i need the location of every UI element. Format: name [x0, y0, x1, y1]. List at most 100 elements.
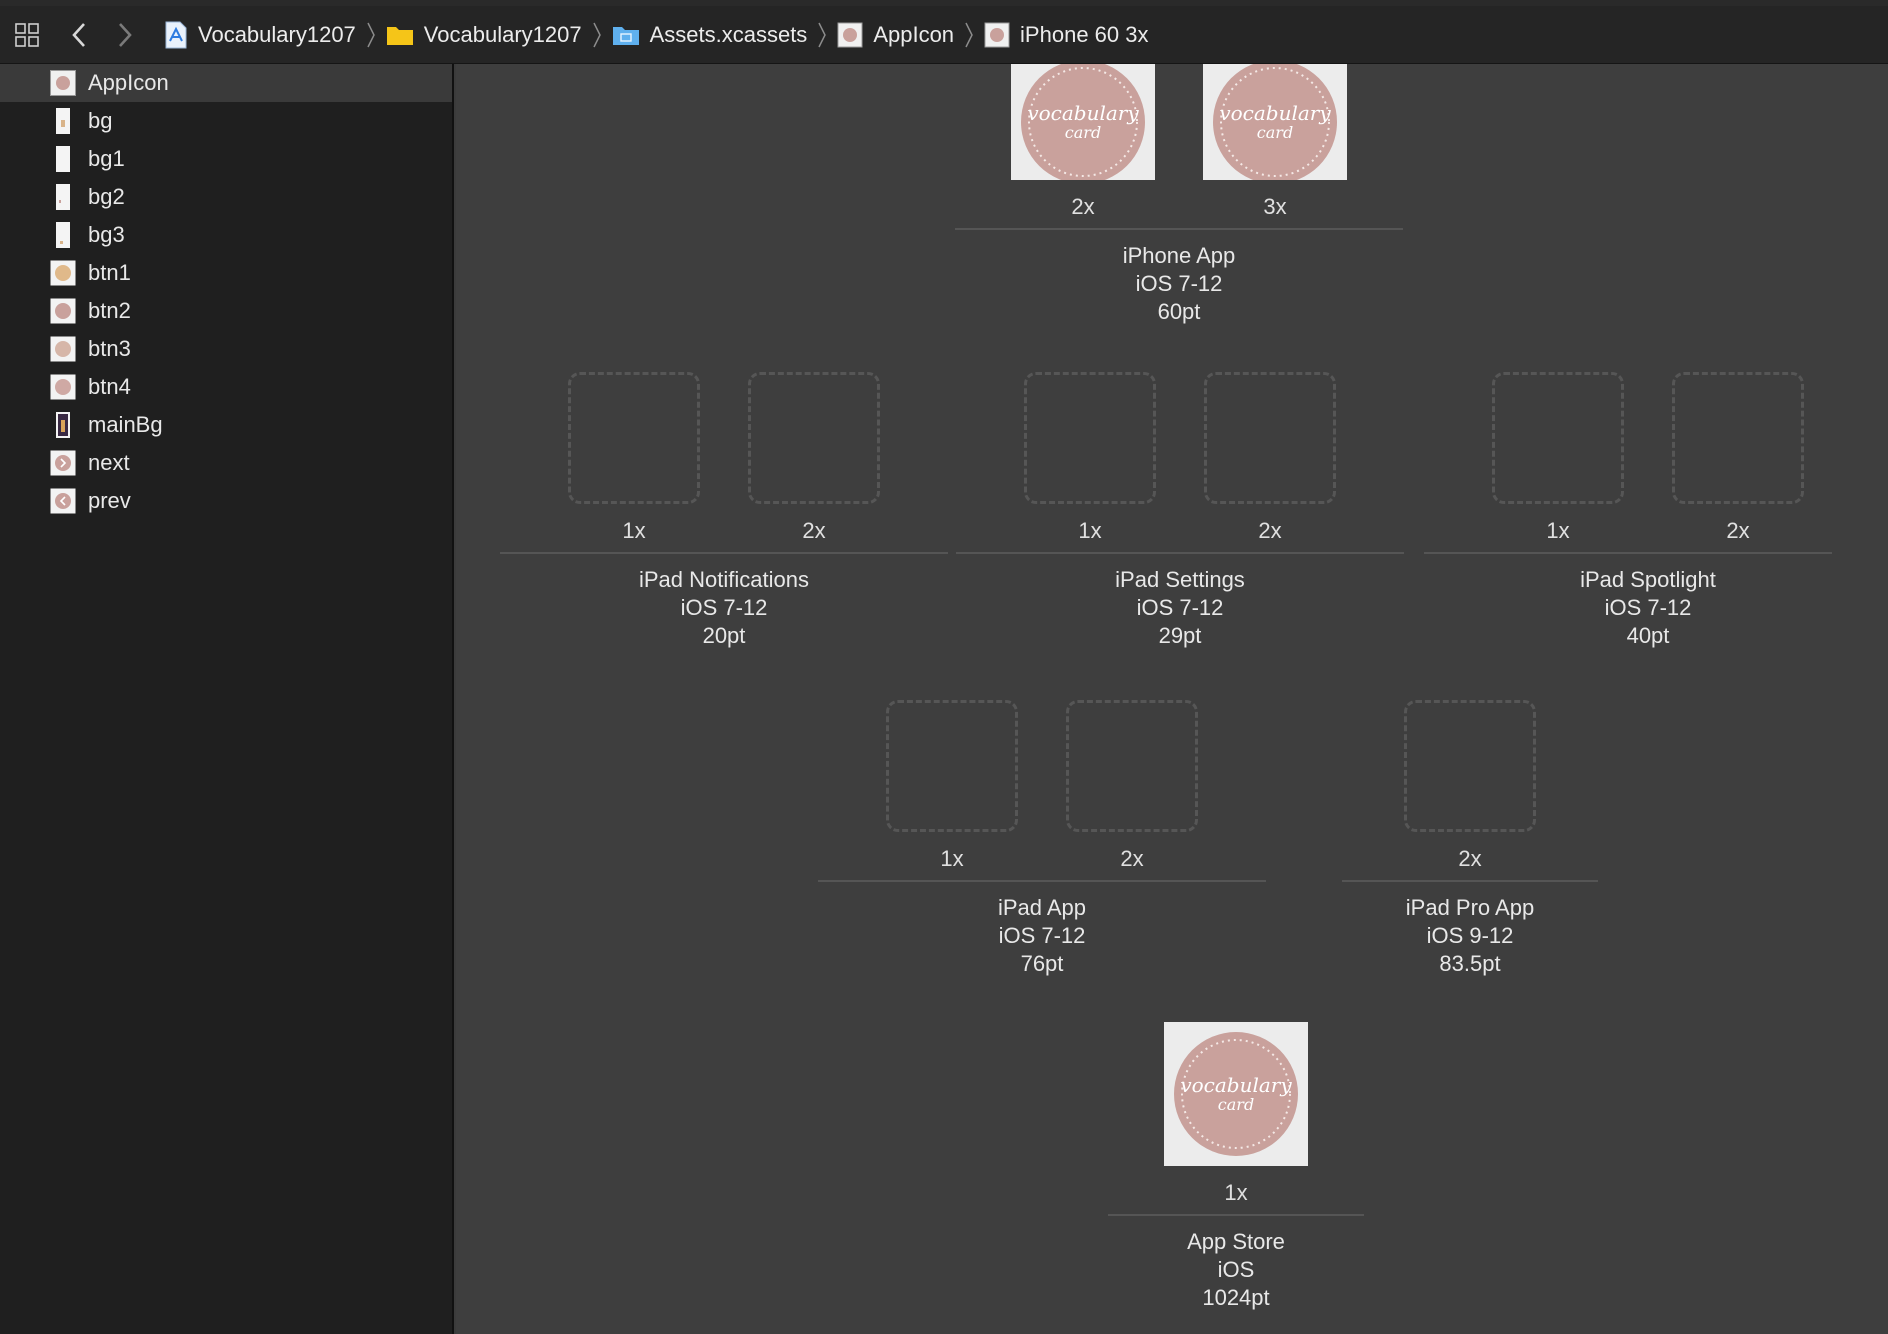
group-caption: iPhone App iOS 7-12 60pt	[1122, 243, 1236, 324]
breadcrumb-appicon[interactable]: AppIcon	[837, 22, 954, 48]
group-ipad-pro-app: 2x iPad Pro App iOS 9-12 83.5pt	[1342, 700, 1598, 978]
xcode-project-icon	[165, 21, 187, 48]
group-divider	[956, 552, 1404, 554]
vocabulary-card-logo-icon: vocabulary card	[1213, 64, 1337, 180]
group-caption: iPad App iOS 7-12 76pt	[997, 895, 1087, 976]
empty-image-well[interactable]	[1066, 700, 1198, 832]
breadcrumb-project[interactable]: Vocabulary1207	[164, 21, 356, 49]
button-thumbnail-icon	[50, 260, 76, 286]
asset-item-appicon[interactable]: AppIcon	[0, 64, 452, 102]
folder-icon	[386, 26, 413, 45]
svg-text:card: card	[1065, 123, 1101, 142]
group-ipad-spotlight: 1x 2x iPad Spotlight iOS 7-12 40pt	[1424, 372, 1832, 650]
svg-text:card: card	[1257, 123, 1293, 142]
asset-item-btn4[interactable]: btn4	[0, 368, 452, 406]
app-icon-image: vocabulary card	[1011, 64, 1155, 180]
empty-image-well[interactable]	[886, 700, 1018, 832]
breadcrumb-icon-image[interactable]: iPhone 60 3x	[984, 22, 1148, 48]
appicon-thumbnail-icon	[50, 70, 76, 96]
empty-image-well[interactable]	[1492, 372, 1624, 504]
slot-ipad-spotlight-1x[interactable]: 1x	[1492, 372, 1624, 544]
related-items-button[interactable]	[10, 18, 44, 52]
asset-item-bg2[interactable]: bg2	[0, 178, 452, 216]
image-thumbnail-icon	[50, 222, 76, 248]
image-thumbnail-icon	[50, 412, 76, 438]
slot-ipad-spotlight-2x[interactable]: 2x	[1672, 372, 1804, 544]
button-thumbnail-icon	[50, 374, 76, 400]
slot-iphone-app-3x[interactable]: vocabulary card 3x	[1203, 64, 1347, 220]
group-ipad-app: 1x 2x iPad App iOS 7-12 76pt	[818, 700, 1266, 978]
breadcrumb-separator	[817, 21, 827, 49]
empty-image-well[interactable]	[1204, 372, 1336, 504]
jump-bar: Vocabulary1207 Vocabulary1207 Assets.xca…	[0, 6, 1888, 64]
group-caption: iPad Settings iOS 7-12 29pt	[1115, 567, 1245, 648]
asset-item-btn3[interactable]: btn3	[0, 330, 452, 368]
slot-ipad-settings-2x[interactable]: 2x	[1204, 372, 1336, 544]
vocabulary-card-logo-icon: vocabulary card	[1021, 64, 1145, 180]
group-divider	[818, 880, 1266, 882]
empty-image-well[interactable]	[1404, 700, 1536, 832]
empty-image-well[interactable]	[748, 372, 880, 504]
button-thumbnail-icon	[50, 336, 76, 362]
breadcrumb-folder[interactable]: Vocabulary1207	[386, 22, 582, 48]
vocabulary-card-logo-icon: vocabulary card	[1174, 1032, 1298, 1156]
empty-image-well[interactable]	[568, 372, 700, 504]
app-icon-set-icon	[837, 22, 863, 47]
slot-ipad-app-2x[interactable]: 2x	[1066, 700, 1198, 872]
empty-image-well[interactable]	[1672, 372, 1804, 504]
group-app-store: vocabulary card 1x App Store iOS 1024pt	[1108, 1022, 1364, 1312]
slot-ipad-app-1x[interactable]: 1x	[886, 700, 1018, 872]
breadcrumb-separator	[592, 21, 602, 49]
group-iphone-app: vocabulary card 2x vocabulary card 3x	[955, 64, 1403, 326]
group-divider	[1108, 1214, 1364, 1216]
forward-button[interactable]	[108, 18, 142, 52]
image-thumbnail-icon	[50, 146, 76, 172]
arrow-thumbnail-icon	[50, 488, 76, 514]
asset-list-sidebar: AppIcon bg bg1 bg2 bg3 btn1 btn2 btn3 bt…	[0, 64, 454, 1334]
group-divider	[1424, 552, 1832, 554]
window-top-edge	[0, 0, 1888, 6]
app-icon-image: vocabulary card	[1203, 64, 1347, 180]
asset-item-btn2[interactable]: btn2	[0, 292, 452, 330]
group-caption: App Store iOS 1024pt	[1187, 1229, 1285, 1310]
back-button[interactable]	[62, 18, 96, 52]
group-divider	[955, 228, 1403, 230]
empty-image-well[interactable]	[1024, 372, 1156, 504]
asset-item-bg1[interactable]: bg1	[0, 140, 452, 178]
button-thumbnail-icon	[50, 298, 76, 324]
app-icon-image-icon	[984, 22, 1010, 47]
group-caption: iPad Pro App iOS 9-12 83.5pt	[1405, 895, 1535, 976]
svg-text:vocabulary: vocabulary	[1219, 101, 1331, 125]
asset-item-next[interactable]: next	[0, 444, 452, 482]
chevron-right-icon	[119, 22, 132, 47]
group-ipad-notifications: 1x 2x iPad Notifications iOS 7-12 20pt	[500, 372, 948, 650]
asset-catalog-icon	[612, 26, 639, 45]
asset-item-bg3[interactable]: bg3	[0, 216, 452, 254]
breadcrumb-asset-catalog[interactable]: Assets.xcassets	[612, 22, 807, 48]
group-divider	[500, 552, 948, 554]
slot-app-store-1x[interactable]: vocabulary card 1x	[1164, 1022, 1308, 1206]
asset-item-prev[interactable]: prev	[0, 482, 452, 520]
asset-canvas: vocabulary card 2x vocabulary card 3x	[456, 64, 1888, 1334]
breadcrumb-separator	[964, 21, 974, 49]
group-ipad-settings: 1x 2x iPad Settings iOS 7-12 29pt	[956, 372, 1404, 650]
slot-ipad-notifications-2x[interactable]: 2x	[748, 372, 880, 544]
slot-iphone-app-2x[interactable]: vocabulary card 2x	[1011, 64, 1155, 220]
image-thumbnail-icon	[50, 108, 76, 134]
asset-item-bg[interactable]: bg	[0, 102, 452, 140]
breadcrumb-separator	[366, 21, 376, 49]
image-thumbnail-icon	[50, 184, 76, 210]
grid-icon	[15, 22, 39, 47]
group-caption: iPad Spotlight iOS 7-12 40pt	[1580, 567, 1716, 648]
slot-ipad-settings-1x[interactable]: 1x	[1024, 372, 1156, 544]
asset-item-mainbg[interactable]: mainBg	[0, 406, 452, 444]
svg-text:vocabulary: vocabulary	[1027, 101, 1139, 125]
asset-item-btn1[interactable]: btn1	[0, 254, 452, 292]
app-icon-image: vocabulary card	[1164, 1022, 1308, 1166]
slot-ipad-pro-app-2x[interactable]: 2x	[1398, 700, 1542, 872]
chevron-left-icon	[72, 22, 85, 47]
svg-text:vocabulary: vocabulary	[1180, 1073, 1292, 1097]
svg-text:card: card	[1218, 1095, 1254, 1114]
slot-ipad-notifications-1x[interactable]: 1x	[568, 372, 700, 544]
arrow-thumbnail-icon	[50, 450, 76, 476]
